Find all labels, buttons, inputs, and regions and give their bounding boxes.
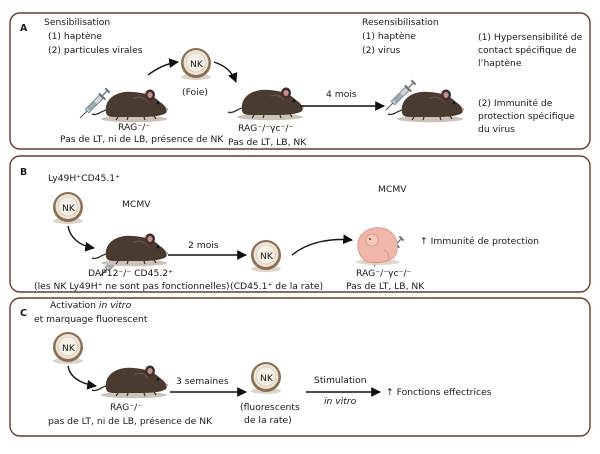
result-2-line-2: protection spécifique <box>478 111 575 122</box>
fluor-label-line-2: de la rate) <box>244 415 292 426</box>
panel-a: A Sensibilisation (1) haptène (2) partic… <box>9 12 591 150</box>
mouse-caption: Pas de LT, ni de LB, présence de NK <box>60 134 224 145</box>
nk-label: NK <box>62 343 76 354</box>
transfer-arrow <box>67 365 97 390</box>
sensitisation-title: Sensibilisation <box>44 17 110 28</box>
result-label: ↑ Fonctions effectrices <box>386 387 492 398</box>
stimulation-label: Stimulation <box>314 375 367 386</box>
mouse-genotype: RAG⁻/⁻ <box>118 122 150 133</box>
resensitisation-item-1: (1) haptène <box>362 31 416 42</box>
panel-b: B Ly49H⁺CD45.1⁺ NK MCMV DAP12⁻/⁻ CD45.2⁺… <box>9 155 591 293</box>
interval-label: 3 semaines <box>176 376 229 387</box>
nk-label: NK <box>260 373 274 384</box>
virus-label: MCMV <box>378 184 407 195</box>
result-label: ↑ Immunité de protection <box>420 236 539 247</box>
mouse-genotype: RAG⁻/⁻γc⁻/⁻ <box>238 123 293 134</box>
mouse-genotype: RAG⁻/⁻ <box>110 402 142 413</box>
mouse-genotype: DAP12⁻/⁻ CD45.2⁺ <box>88 268 173 279</box>
result-2-line-3: du virus <box>478 124 515 135</box>
donor-label: Ly49H⁺CD45.1⁺ <box>48 173 120 184</box>
liver-label: (Foie) <box>182 87 208 98</box>
sensitisation-item-2: (2) particules virales <box>48 45 143 56</box>
transfer-arrow <box>147 58 179 76</box>
resensitisation-title: Resensibilisation <box>362 17 439 28</box>
newborn-mouse-icon <box>356 227 400 265</box>
mouse-caption: (les NK Ly49H⁺ ne sont pas fonctionnelle… <box>34 281 230 292</box>
interval-label: 2 mois <box>188 240 219 251</box>
virus-label: MCMV <box>122 199 151 210</box>
panel-c: C Activation in vitro et marquage fluore… <box>9 297 591 437</box>
stimulation-italic-label: in vitro <box>324 396 357 407</box>
pup-genotype: RAG⁻/⁻γc⁻/⁻ <box>356 268 411 279</box>
activation-line-2: et marquage fluorescent <box>34 314 148 325</box>
transfer-arrow <box>213 61 238 83</box>
nk-label: NK <box>260 251 274 262</box>
spleen-label: (CD45.1⁺ de la rate) <box>230 281 323 292</box>
fluor-label-line-1: (fluorescents <box>240 402 300 413</box>
nk-label: NK <box>62 203 76 214</box>
sensitisation-item-1: (1) haptène <box>48 31 102 42</box>
pup-caption: Pas de LT, LB, NK <box>346 281 425 292</box>
resensitisation-item-2: (2) virus <box>362 45 401 56</box>
mouse-caption: pas de LT, ni de LB, présence de NK <box>48 416 213 427</box>
interval-label: 4 mois <box>326 89 357 100</box>
result-2-line-1: (2) Immunité de <box>478 98 553 109</box>
activation-label: Activation in vitro <box>50 300 132 311</box>
transfer-arrow <box>67 225 95 252</box>
panel-c-frame <box>9 297 591 437</box>
panel-a-letter: A <box>20 23 28 34</box>
nk-label: NK <box>190 59 204 70</box>
panel-c-letter: C <box>20 308 27 319</box>
panel-b-letter: B <box>20 167 27 178</box>
result-1-line-3: l’haptène <box>478 58 522 69</box>
mouse-caption: Pas de LT, LB, NK <box>228 137 307 148</box>
result-1-line-1: (1) Hypersensibilité de <box>478 32 583 43</box>
result-1-line-2: contact spécifique de <box>478 45 577 56</box>
transfer-arrow <box>291 234 353 256</box>
